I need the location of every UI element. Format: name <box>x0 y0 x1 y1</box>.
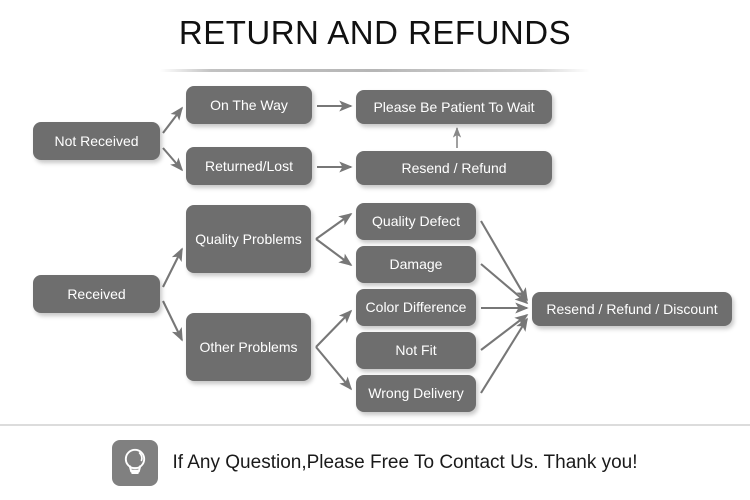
node-please-wait: Please Be Patient To Wait <box>356 90 552 124</box>
node-on-the-way: On The Way <box>186 86 312 124</box>
node-color-difference: Color Difference <box>356 289 476 326</box>
arrow-received-to-quality-problems <box>162 247 183 288</box>
flow-connectors <box>162 100 529 394</box>
node-not-received: Not Received <box>33 122 160 160</box>
footer-divider <box>0 424 750 426</box>
node-not-fit: Not Fit <box>356 332 476 369</box>
arrow-not-fit-to-resend-refund-discount <box>480 313 529 351</box>
node-resend-refund: Resend / Refund <box>356 151 552 185</box>
node-other-problems: Other Problems <box>186 313 311 381</box>
node-returned-lost: Returned/Lost <box>186 147 312 185</box>
arrow-damage-to-resend-refund-discount <box>480 263 529 305</box>
arrow-other-problems-to-color-difference <box>315 309 353 348</box>
footer-text: If Any Question,Please Free To Contact U… <box>172 452 638 473</box>
arrow-quality-problems-to-damage <box>315 238 353 267</box>
arrow-quality-problems-to-quality-defect <box>315 213 353 240</box>
node-resend-refund-discount: Resend / Refund / Discount <box>532 292 732 326</box>
node-quality-defect: Quality Defect <box>356 203 476 240</box>
node-wrong-delivery: Wrong Delivery <box>356 375 476 412</box>
page-title: RETURN AND REFUNDS <box>178 14 572 51</box>
node-damage: Damage <box>356 246 476 283</box>
arrow-wrong-delivery-to-resend-refund-discount <box>480 317 528 394</box>
arrow-quality-defect-to-resend-refund-discount <box>480 220 528 302</box>
footer: If Any Question,Please Free To Contact U… <box>0 426 750 500</box>
node-quality-problems: Quality Problems <box>186 205 311 273</box>
arrow-not-received-to-on-the-way <box>162 106 184 134</box>
node-received: Received <box>33 275 160 313</box>
lightbulb-icon <box>112 440 159 486</box>
arrow-received-to-other-problems <box>162 300 183 342</box>
arrow-not-received-to-returned-lost <box>162 147 184 172</box>
arrow-other-problems-to-wrong-delivery <box>315 346 353 391</box>
title-divider <box>160 69 590 72</box>
